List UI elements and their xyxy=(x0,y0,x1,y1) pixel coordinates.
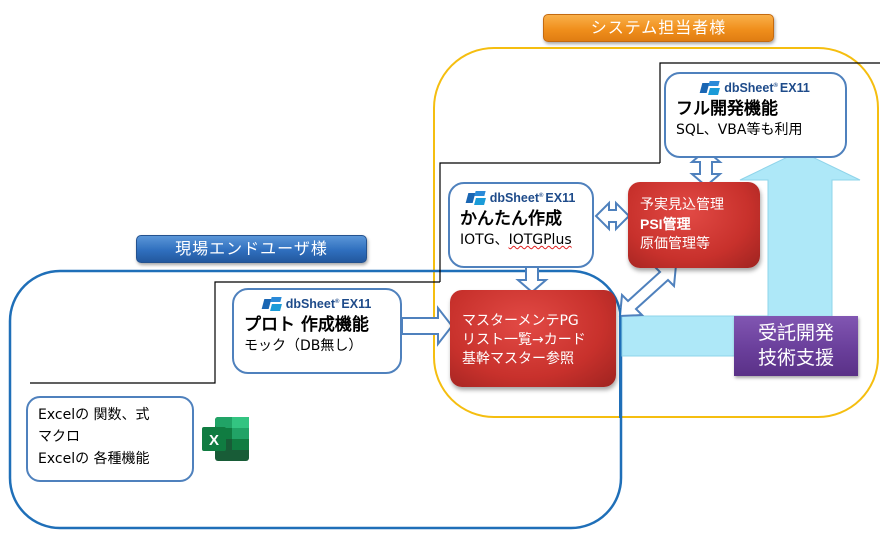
double-arrow-easy-management xyxy=(594,200,631,232)
dbsheet-logo: dbSheet®EX11 xyxy=(234,294,400,314)
enduser-group-label: 現場エンドユーザ様 xyxy=(136,235,367,263)
arrow-proto-to-master xyxy=(401,305,454,347)
excel-features-card: Excelの 関数、式 マクロ Excelの 各種機能 xyxy=(26,396,194,482)
card-subtitle: モック（DB無し） xyxy=(244,338,363,354)
step-line-low xyxy=(30,281,440,384)
master-line: マスターメンテPG xyxy=(462,313,579,329)
card-full-dev: dbSheet®EX11 フル開発機能 SQL、VBA等も利用 xyxy=(664,72,847,158)
card-easy: dbSheet®EX11 かんたん作成 IOTG、IOTGPlus xyxy=(448,182,594,268)
excel-icon: X xyxy=(202,417,250,462)
double-arrow-master-management xyxy=(618,263,678,318)
system-group-outline xyxy=(433,47,879,418)
excel-line: マクロ xyxy=(38,429,80,445)
support-arrow xyxy=(621,150,861,357)
management-line: 原価管理等 xyxy=(640,236,710,252)
logo-text: dbSheet®EX11 xyxy=(489,191,576,205)
support-box: 受託開発 技術支援 xyxy=(734,316,858,376)
dbsheet-logo-icon xyxy=(465,191,486,205)
logo-text: dbSheet®EX11 xyxy=(285,297,372,311)
support-line: 受託開発 xyxy=(757,322,834,344)
master-box: マスターメンテPG リスト一覧→カード 基幹マスター参照 xyxy=(450,290,616,387)
svg-text:X: X xyxy=(209,432,219,449)
dbsheet-logo: dbSheet®EX11 xyxy=(666,78,845,98)
excel-line: Excelの 各種機能 xyxy=(38,451,150,467)
management-line: PSI管理 xyxy=(640,216,691,232)
card-subtitle: SQL、VBA等も利用 xyxy=(676,122,803,138)
step-line-top xyxy=(659,62,880,163)
master-line: 基幹マスター参照 xyxy=(462,351,574,367)
system-group-label: システム担当者様 xyxy=(543,14,774,42)
dbsheet-logo-icon xyxy=(699,81,721,95)
card-subtitle: IOTG、IOTGPlus xyxy=(460,232,572,248)
master-line: リスト一覧→カード xyxy=(462,332,586,348)
support-line: 技術支援 xyxy=(757,347,834,369)
card-title: フル開発機能 xyxy=(676,99,778,119)
card-title: プロト 作成機能 xyxy=(244,315,369,335)
management-line: 予実見込管理 xyxy=(640,197,724,213)
card-proto: dbSheet®EX11 プロト 作成機能 モック（DB無し） xyxy=(232,288,402,374)
excel-line: Excelの 関数、式 xyxy=(38,407,150,423)
enduser-divider-line xyxy=(619,308,621,418)
dbsheet-logo-icon xyxy=(261,297,282,311)
management-box: 予実見込管理 PSI管理 原価管理等 xyxy=(628,182,760,268)
logo-text: dbSheet®EX11 xyxy=(724,81,810,95)
dbsheet-logo: dbSheet®EX11 xyxy=(450,188,592,208)
enduser-group-outline xyxy=(8,269,623,530)
step-line-mid xyxy=(439,162,660,282)
card-title: かんたん作成 xyxy=(460,209,562,229)
spellcheck-underlined-text: IOTGPlus xyxy=(508,232,572,248)
